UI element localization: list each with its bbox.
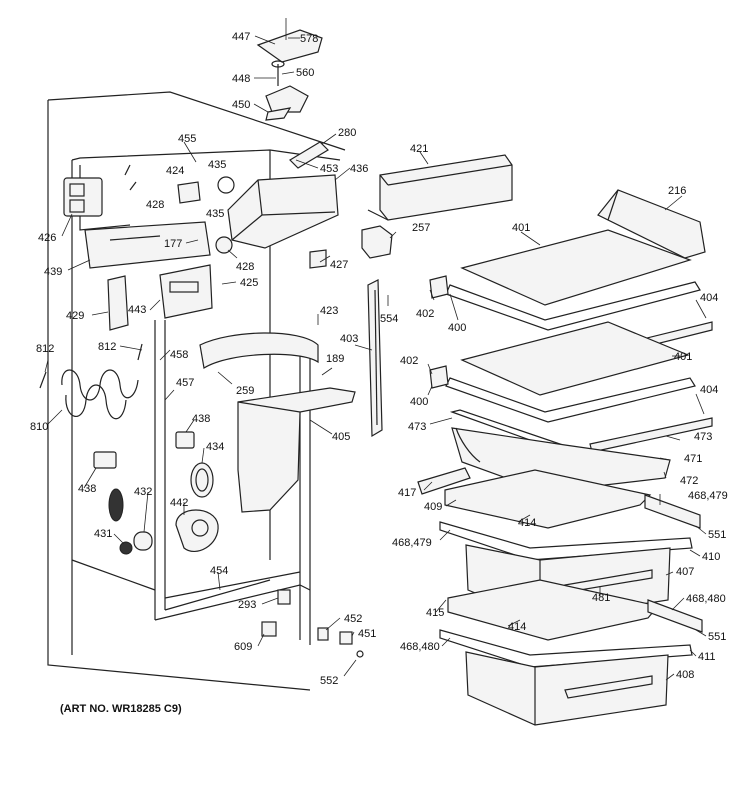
control-housing	[227, 141, 339, 249]
duct-421	[367, 154, 513, 221]
callout-452: 452	[344, 613, 362, 625]
callout-432: 432	[134, 486, 152, 498]
art-number: (ART NO. WR18285 C9)	[60, 703, 182, 715]
crisper-pan-lower	[439, 579, 703, 726]
callout-423: 423	[320, 305, 338, 317]
leader-lines	[44, 35, 707, 681]
callout-451: 451	[358, 628, 376, 640]
callout-428-upper: 428	[146, 199, 164, 211]
callout-414-upper: 414	[518, 517, 536, 529]
callout-439: 439	[44, 266, 62, 278]
callout-409: 409	[424, 501, 442, 513]
callout-560: 560	[296, 67, 314, 79]
callout-468-479-right: 468,479	[688, 490, 728, 502]
callout-468-479-left: 468,479	[392, 537, 432, 549]
callout-454: 454	[210, 565, 228, 577]
left-wall-components	[63, 164, 235, 331]
harness-810	[39, 343, 143, 420]
callout-443: 443	[128, 304, 146, 316]
callout-401-lower: 401	[674, 351, 692, 363]
callout-434: 434	[206, 441, 224, 453]
callout-405: 405	[332, 431, 350, 443]
callout-400-lower: 400	[410, 396, 428, 408]
callout-257: 257	[412, 222, 430, 234]
callout-402-upper: 402	[416, 308, 434, 320]
callout-189: 189	[326, 353, 344, 365]
bin-216	[597, 189, 706, 259]
shelf-lower	[429, 321, 713, 453]
callout-473-left: 473	[408, 421, 426, 433]
callout-427: 427	[330, 259, 348, 271]
callout-468-480-right: 468,480	[686, 593, 726, 605]
callout-417: 417	[398, 487, 416, 499]
callout-431: 431	[94, 528, 112, 540]
callout-408: 408	[676, 669, 694, 681]
callout-404-lower: 404	[700, 384, 718, 396]
callout-280: 280	[338, 127, 356, 139]
callout-425: 425	[240, 277, 258, 289]
callout-429: 429	[66, 310, 84, 322]
callout-552: 552	[320, 675, 338, 687]
callout-448: 448	[232, 73, 250, 85]
callout-468-480-left: 468,480	[400, 641, 440, 653]
callout-402-lower: 402	[400, 355, 418, 367]
rail-403	[367, 279, 383, 438]
callout-435-upper: 435	[208, 159, 226, 171]
callout-438-lower: 438	[78, 483, 96, 495]
callout-453: 453	[320, 163, 338, 175]
callout-472: 472	[680, 475, 698, 487]
callout-436: 436	[350, 163, 368, 175]
callout-404-upper: 404	[700, 292, 718, 304]
callout-435-lower: 435	[206, 208, 224, 220]
callout-551-upper: 551	[708, 529, 726, 541]
duct-cover-405	[199, 332, 356, 513]
callout-403: 403	[340, 333, 358, 345]
callout-810: 810	[30, 421, 48, 433]
callout-554: 554	[380, 313, 398, 325]
callout-609: 609	[234, 641, 252, 653]
callout-578: 578	[300, 33, 318, 45]
small-parts-back-wall	[93, 225, 393, 658]
callout-473-right: 473	[694, 431, 712, 443]
callout-421: 421	[410, 143, 428, 155]
callout-415: 415	[426, 607, 444, 619]
top-parts	[256, 18, 323, 121]
callout-414-lower: 414	[508, 621, 526, 633]
callout-457: 457	[176, 377, 194, 389]
callout-455: 455	[178, 133, 196, 145]
callout-293: 293	[238, 599, 256, 611]
callout-812-right: 812	[98, 341, 116, 353]
callout-481: 481	[592, 592, 610, 604]
callout-401-upper: 401	[512, 222, 530, 234]
callout-410: 410	[702, 551, 720, 563]
callout-442: 442	[170, 497, 188, 509]
callout-labels: 578 447 448 560 450 280 455 421 424 435 …	[30, 31, 728, 687]
callout-450: 450	[232, 99, 250, 111]
callout-424: 424	[166, 165, 184, 177]
callout-407: 407	[676, 566, 694, 578]
callout-812-left: 812	[36, 343, 54, 355]
callout-458: 458	[170, 349, 188, 361]
callout-411: 411	[698, 651, 716, 663]
callout-551-lower: 551	[708, 631, 726, 643]
callout-428-lower: 428	[236, 261, 254, 273]
callout-259: 259	[236, 385, 254, 397]
callout-438-upper: 438	[192, 413, 210, 425]
callout-400-upper: 400	[448, 322, 466, 334]
callout-426: 426	[38, 232, 56, 244]
callout-177: 177	[164, 238, 182, 250]
callout-471: 471	[684, 453, 702, 465]
callout-447: 447	[232, 31, 250, 43]
callout-216: 216	[668, 185, 686, 197]
